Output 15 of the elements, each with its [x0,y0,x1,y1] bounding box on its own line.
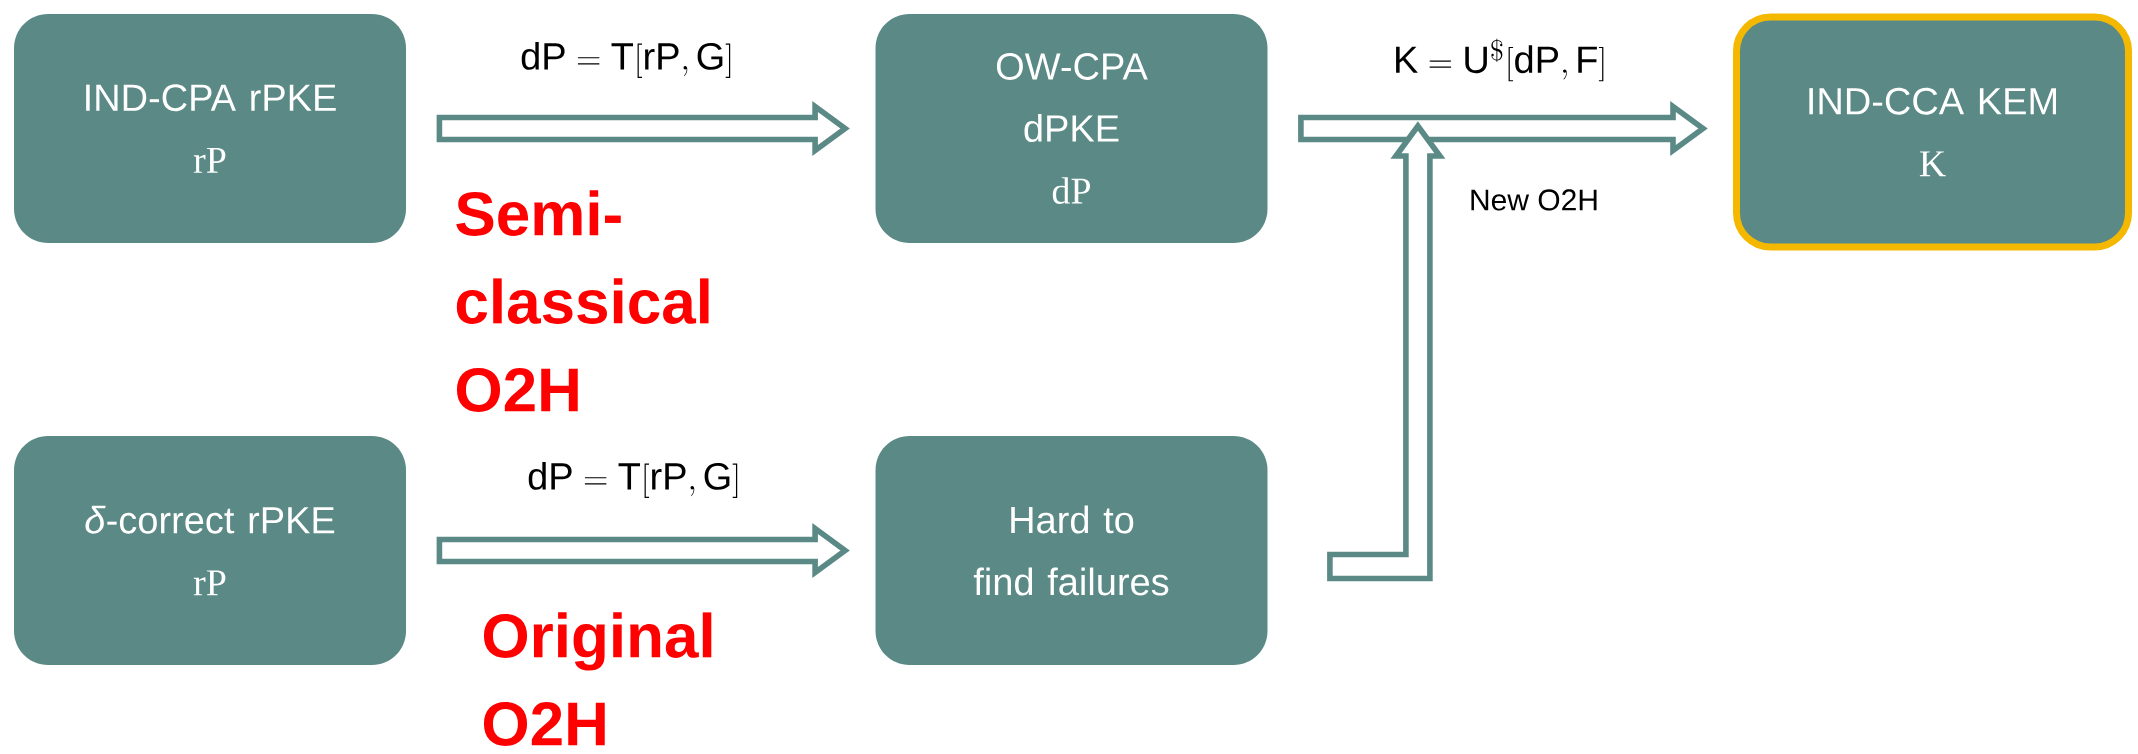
edge-label: $\mathrm{dP}=\mathrm{T}[\mathrm{rP},\mathrm{G}]$ [521,41,731,79]
annotation-text: Semi-classical O2H [456,190,709,412]
hollow-arrow [436,522,850,579]
process-box: IND-CPA rPKE rP [14,14,406,243]
process-box: Hard to find failures [875,436,1268,665]
hollow-arrow [1298,100,1708,157]
hollow-arrow [1327,121,1446,582]
edge-label: $\mathrm{dP}=\mathrm{T}[\mathrm{rP},\mathrm{G}]$ [528,461,738,499]
hollow-arrow [436,100,850,157]
process-box: δ-correct rPKE rP [14,436,406,665]
annotation-text: Original O2H [483,612,712,746]
edge-label: $\mathrm{K}=\mathrm{U}^{\$}[\mathrm{dP},\mathrm{F}]$ [1396,38,1604,82]
process-box: IND-CCA KEM K [1733,13,2132,251]
process-box: OW-CPA dPKE dP [875,14,1268,243]
note-text: New O2H [1471,189,1597,211]
